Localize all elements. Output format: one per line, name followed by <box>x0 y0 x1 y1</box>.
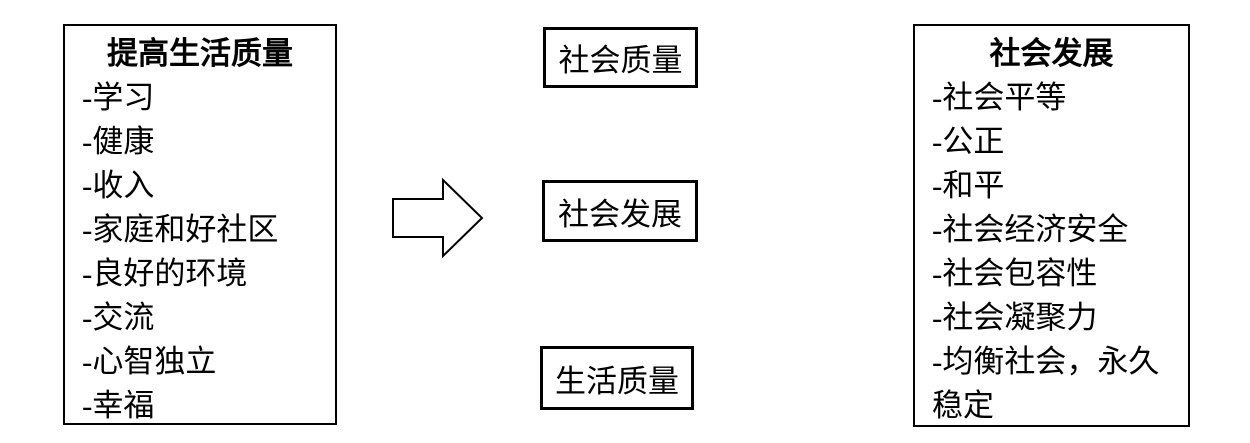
middle-box-quality-of-life: 生活质量 <box>540 346 694 410</box>
source-box-item: -交流 <box>82 300 155 335</box>
source-box-item: -心智独立 <box>82 344 217 379</box>
result-box-item: -社会平等 <box>932 80 1067 115</box>
result-box-item: -均衡社会，永久稳定 <box>932 344 1160 423</box>
middle-box-label: 生活质量 <box>555 363 679 399</box>
source-box-title: 提高生活质量 <box>107 36 293 71</box>
result-box-title: 社会发展 <box>989 36 1114 71</box>
source-box-item: -健康 <box>82 124 155 159</box>
middle-box-label: 社会发展 <box>558 196 682 232</box>
source-box-item: -收入 <box>82 168 155 203</box>
source-box-item: -良好的环境 <box>82 256 248 291</box>
source-box: 提高生活质量 -学习 -健康 -收入 -家庭和好社区 -良好的环境 -交流 -心… <box>63 24 337 425</box>
source-box-item: -幸福 <box>82 388 155 423</box>
result-box-items: -社会平等 -公正 -和平 -社会经济安全 -社会包容性 -社会凝聚力 -均衡社… <box>915 76 1188 428</box>
result-box-item: -社会包容性 <box>932 256 1098 291</box>
source-box-item: -学习 <box>82 80 155 115</box>
middle-box-social-development: 社会发展 <box>542 180 698 242</box>
result-box: 社会发展 -社会平等 -公正 -和平 -社会经济安全 -社会包容性 -社会凝聚力… <box>913 24 1190 427</box>
middle-box-label: 社会质量 <box>558 43 683 78</box>
result-box-item: -公正 <box>932 124 1005 159</box>
middle-box-social-quality: 社会质量 <box>543 27 698 88</box>
source-box-items: -学习 -健康 -收入 -家庭和好社区 -良好的环境 -交流 -心智独立 -幸福 <box>65 76 335 428</box>
result-box-item: -社会凝聚力 <box>932 300 1098 335</box>
result-box-item: -社会经济安全 <box>932 212 1129 247</box>
flow-arrow <box>391 177 485 259</box>
source-box-item: -家庭和好社区 <box>82 212 279 247</box>
result-box-item: -和平 <box>932 168 1005 203</box>
right-block-arrow-icon <box>392 177 484 259</box>
